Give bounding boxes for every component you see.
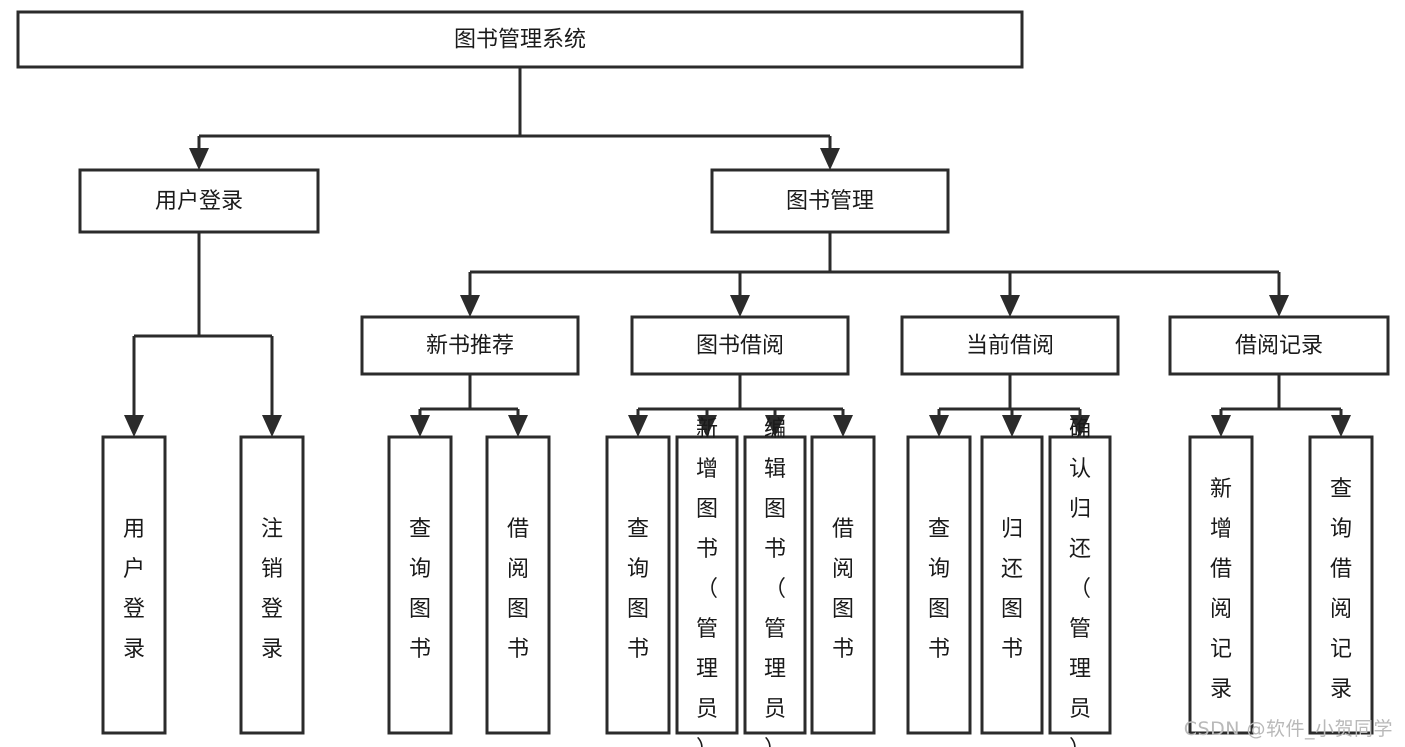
connector-arrowhead bbox=[628, 415, 648, 437]
node-box[interactable] bbox=[360, 315, 580, 376]
node-l3_current[interactable]: 当前借阅 bbox=[900, 315, 1120, 376]
node-box[interactable] bbox=[980, 435, 1044, 735]
node-label: 查询图书 bbox=[928, 517, 950, 662]
node-box[interactable] bbox=[605, 435, 671, 735]
connector-arrowhead bbox=[1070, 415, 1090, 437]
connector-arrowhead bbox=[833, 415, 853, 437]
connector-arrowhead bbox=[1000, 295, 1020, 317]
node-box[interactable] bbox=[810, 435, 876, 735]
connector-arrowhead bbox=[929, 415, 949, 437]
node-box[interactable] bbox=[387, 435, 453, 735]
node-l4_n1[interactable]: 查询图书 bbox=[387, 435, 453, 735]
node-l4_u1[interactable]: 用户登录 bbox=[101, 435, 167, 735]
connector-arrowhead bbox=[460, 295, 480, 317]
node-box[interactable] bbox=[101, 435, 167, 735]
node-box[interactable] bbox=[1308, 435, 1374, 735]
node-box[interactable] bbox=[78, 168, 320, 234]
node-label: 查询图书 bbox=[627, 517, 649, 662]
connector-group-root bbox=[189, 67, 840, 170]
node-box[interactable] bbox=[710, 168, 950, 234]
node-label: 查询借阅记录 bbox=[1330, 477, 1352, 702]
connector-arrowhead bbox=[262, 415, 282, 437]
node-l4_b2[interactable]: 新增图书（管理员） bbox=[675, 417, 739, 747]
node-box[interactable] bbox=[16, 10, 1024, 69]
node-label: 新增图书（管理员） bbox=[696, 417, 718, 747]
node-l4_c1[interactable]: 查询图书 bbox=[906, 435, 972, 735]
node-label: 借阅图书 bbox=[832, 517, 854, 662]
connector-arrowhead bbox=[697, 415, 717, 437]
node-l4_b1[interactable]: 查询图书 bbox=[605, 435, 671, 735]
connector-arrowhead bbox=[410, 415, 430, 437]
csdn-watermark: CSDN @软件_小贺同学 bbox=[1183, 718, 1393, 740]
connector-arrowhead bbox=[1211, 415, 1231, 437]
connector-arrowhead bbox=[1002, 415, 1022, 437]
node-root[interactable]: 图书管理系统 bbox=[16, 10, 1024, 69]
connector-group-l3_borrow bbox=[628, 374, 853, 437]
connector-arrowhead bbox=[765, 415, 785, 437]
node-label: 归还图书 bbox=[1001, 517, 1023, 662]
node-l2_book[interactable]: 图书管理 bbox=[710, 168, 950, 234]
node-label: 图书管理系统 bbox=[454, 28, 586, 53]
node-l4_u2[interactable]: 注销登录 bbox=[239, 435, 305, 735]
node-l4_c3[interactable]: 确认归还（管理员） bbox=[1048, 417, 1112, 747]
node-label: 当前借阅 bbox=[966, 334, 1054, 359]
node-l2_user[interactable]: 用户登录 bbox=[78, 168, 320, 234]
node-label: 编辑图书（管理员） bbox=[764, 417, 786, 747]
node-box[interactable] bbox=[675, 435, 739, 735]
node-layer: 图书管理系统用户登录图书管理新书推荐图书借阅当前借阅借阅记录用户登录注销登录查询… bbox=[16, 10, 1390, 747]
connector-arrowhead bbox=[1269, 295, 1289, 317]
connector-arrowhead bbox=[820, 148, 840, 170]
node-l3_borrow[interactable]: 图书借阅 bbox=[630, 315, 850, 376]
node-l4_r1[interactable]: 新增借阅记录 bbox=[1188, 435, 1254, 735]
connector-group-l2_book bbox=[460, 232, 1289, 317]
node-box[interactable] bbox=[239, 435, 305, 735]
node-box[interactable] bbox=[1168, 315, 1390, 376]
connector-group-l3_new bbox=[410, 374, 528, 437]
node-label: 确认归还（管理员） bbox=[1069, 417, 1091, 747]
node-label: 注销登录 bbox=[261, 517, 283, 662]
connector-arrowhead bbox=[730, 295, 750, 317]
connector-group-l2_user bbox=[124, 232, 282, 437]
node-label: 借阅记录 bbox=[1235, 334, 1323, 359]
node-box[interactable] bbox=[906, 435, 972, 735]
node-label: 新增借阅记录 bbox=[1210, 477, 1232, 702]
node-label: 新书推荐 bbox=[426, 334, 514, 359]
node-l3_new[interactable]: 新书推荐 bbox=[360, 315, 580, 376]
node-label: 借阅图书 bbox=[507, 517, 529, 662]
node-l4_n2[interactable]: 借阅图书 bbox=[485, 435, 551, 735]
node-box[interactable] bbox=[743, 435, 807, 735]
node-box[interactable] bbox=[1188, 435, 1254, 735]
node-l3_record[interactable]: 借阅记录 bbox=[1168, 315, 1390, 376]
node-box[interactable] bbox=[900, 315, 1120, 376]
connector-layer bbox=[124, 67, 1351, 437]
node-label: 用户登录 bbox=[155, 189, 243, 214]
node-l4_b3[interactable]: 编辑图书（管理员） bbox=[743, 417, 807, 747]
node-label: 查询图书 bbox=[409, 517, 431, 662]
connector-group-l3_record bbox=[1211, 374, 1351, 437]
node-label: 图书管理 bbox=[786, 189, 874, 214]
connector-arrowhead bbox=[124, 415, 144, 437]
node-label: 用户登录 bbox=[123, 517, 145, 662]
connector-arrowhead bbox=[1331, 415, 1351, 437]
node-l4_c2[interactable]: 归还图书 bbox=[980, 435, 1044, 735]
node-box[interactable] bbox=[630, 315, 850, 376]
connector-arrowhead bbox=[508, 415, 528, 437]
connector-arrowhead bbox=[189, 148, 209, 170]
node-label: 图书借阅 bbox=[696, 334, 784, 359]
node-box[interactable] bbox=[485, 435, 551, 735]
node-box[interactable] bbox=[1048, 435, 1112, 735]
node-l4_b4[interactable]: 借阅图书 bbox=[810, 435, 876, 735]
node-l4_r2[interactable]: 查询借阅记录 bbox=[1308, 435, 1374, 735]
connector-group-l3_current bbox=[929, 374, 1090, 437]
